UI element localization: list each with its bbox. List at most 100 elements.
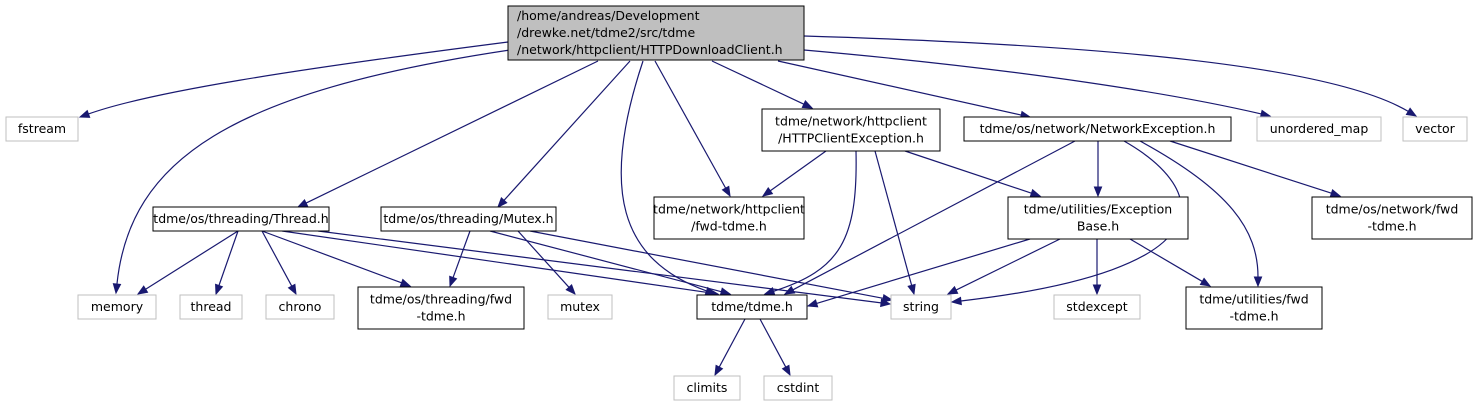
arrowhead [881, 293, 894, 303]
arrowhead [78, 109, 91, 118]
node-box [761, 108, 941, 152]
edge-root-to-unordered_map [803, 49, 1272, 119]
edge-line [452, 230, 471, 278]
node-label-line: -tdme.h [1229, 309, 1278, 324]
node-stdexcept[interactable]: stdexcept [1053, 294, 1141, 320]
edge-line [281, 230, 710, 294]
node-box [1053, 294, 1141, 320]
node-thread-h[interactable]: tdme/os/threading/Thread.h [152, 206, 330, 232]
node-label-line: climits [687, 380, 728, 395]
edge-networkexception-to-utilities_fwd [1139, 140, 1263, 288]
edge-thread_h-to-chrono [261, 230, 297, 296]
edge-root-to-vector [803, 35, 1418, 117]
node-string[interactable]: string [890, 294, 952, 320]
edge-httpclientexception-to-tdme_h [763, 150, 857, 296]
edge-root-to-fstream [78, 41, 509, 118]
node-climits[interactable]: climits [673, 375, 741, 401]
edge-thread_h-to-threading_fwd [261, 230, 412, 287]
edge-thread_h-to-thread [215, 230, 239, 296]
node-unordered-map[interactable]: unordered_map [1256, 116, 1382, 142]
node-chrono[interactable]: chrono [265, 294, 335, 320]
edge-mutex_h-to-threading_fwd [449, 230, 471, 288]
node-vector[interactable]: vector [1402, 116, 1468, 142]
arrowhead [497, 197, 508, 208]
edge-root-to-tdme_h [620, 60, 717, 295]
arrowhead [1093, 186, 1103, 198]
node-httpclientexception[interactable]: tdme/network/httpclient/HTTPClientExcept… [761, 108, 941, 152]
node-label-line: /fwd-tdme.h [691, 219, 767, 234]
arrowhead [287, 283, 297, 296]
node-tdme-h[interactable]: tdme/tdme.h [696, 294, 808, 320]
node-box [380, 206, 557, 232]
node-mutex[interactable]: mutex [547, 294, 613, 320]
arrowhead [801, 100, 814, 109]
node-memory[interactable]: memory [77, 294, 157, 320]
node-fstream[interactable]: fstream [5, 116, 79, 142]
edge-exceptionbase-to-stdexcept [1092, 239, 1102, 296]
node-box [507, 5, 805, 61]
edge-root-to-memory [112, 49, 511, 295]
node-label-line: tdme/os/threading/fwd [370, 292, 512, 307]
node-label-line: /drewke.net/tdme2/src/tdme [517, 25, 695, 40]
edge-line [489, 230, 722, 293]
arrowhead [215, 283, 224, 296]
node-label-line: tdme/tdme.h [711, 299, 793, 314]
node-label-line: tdme/os/threading/Mutex.h [383, 211, 553, 226]
node-box [1402, 116, 1468, 142]
node-httpclient-fwd[interactable]: tdme/network/httpclient/fwd-tdme.h [653, 196, 805, 240]
node-box [5, 116, 79, 142]
edge-line [1129, 238, 1203, 282]
edges-layer [78, 35, 1418, 377]
edge-line [759, 318, 787, 368]
node-mutex-h[interactable]: tdme/os/threading/Mutex.h [380, 206, 557, 232]
arrowhead [399, 278, 412, 287]
node-label-line: chrono [279, 299, 322, 314]
edge-httpclientexception-to-httpclient_fwd [761, 150, 827, 197]
node-networkexception[interactable]: tdme/os/network/NetworkException.h [963, 116, 1232, 142]
node-label-line: thread [191, 299, 232, 314]
node-label-line: /network/httpclient/HTTPDownloadClient.h [517, 42, 783, 57]
edge-root-to-httpclient_fwd [654, 60, 731, 198]
edge-networkexception-to-exceptionbase [1093, 141, 1103, 198]
edge-exceptionbase-to-string [946, 238, 1061, 295]
arrowhead [950, 296, 962, 306]
node-root[interactable]: /home/andreas/Development/drewke.net/tdm… [507, 5, 805, 61]
arrowhead [112, 283, 122, 295]
edge-line [769, 150, 827, 192]
node-label-line: tdme/utilities/fwd [1199, 292, 1308, 307]
edge-line [816, 238, 1031, 304]
node-network-fwd[interactable]: tdme/os/network/fwd-tdme.h [1311, 196, 1473, 240]
edge-line [718, 318, 746, 368]
node-box [77, 294, 157, 320]
node-label-line: tdme/network/httpclient [653, 202, 805, 217]
node-label-line: memory [91, 299, 144, 314]
node-label-line: tdme/os/network/NetworkException.h [980, 121, 1216, 136]
node-label-line: mutex [560, 299, 600, 314]
edge-line [261, 230, 402, 284]
node-box [265, 294, 335, 320]
edge-line [145, 230, 239, 290]
edge-line [116, 49, 511, 285]
arrowhead [907, 283, 916, 296]
edge-httpclientexception-to-exceptionbase [904, 150, 1042, 198]
node-label-line: tdme/os/network/fwd [1326, 202, 1459, 217]
node-label-line: tdme/os/threading/Thread.h [153, 211, 328, 226]
edge-thread_h-to-memory [136, 230, 239, 295]
edge-line [803, 49, 1262, 115]
node-box [963, 116, 1232, 142]
node-box [179, 294, 243, 320]
edge-line [517, 230, 570, 288]
edge-line [711, 60, 805, 105]
arrowhead [296, 198, 309, 208]
node-label-line: Base.h [1077, 219, 1119, 234]
arrowhead [449, 275, 458, 288]
node-cstdint[interactable]: cstdint [763, 375, 833, 401]
node-utilities-fwd[interactable]: tdme/utilities/fwd -tdme.h [1185, 286, 1323, 330]
node-thread[interactable]: thread [179, 294, 243, 320]
arrowhead [946, 285, 959, 295]
edge-line [773, 150, 857, 292]
node-threading-fwd[interactable]: tdme/os/threading/fwd-tdme.h [357, 286, 525, 330]
node-box [653, 196, 805, 240]
